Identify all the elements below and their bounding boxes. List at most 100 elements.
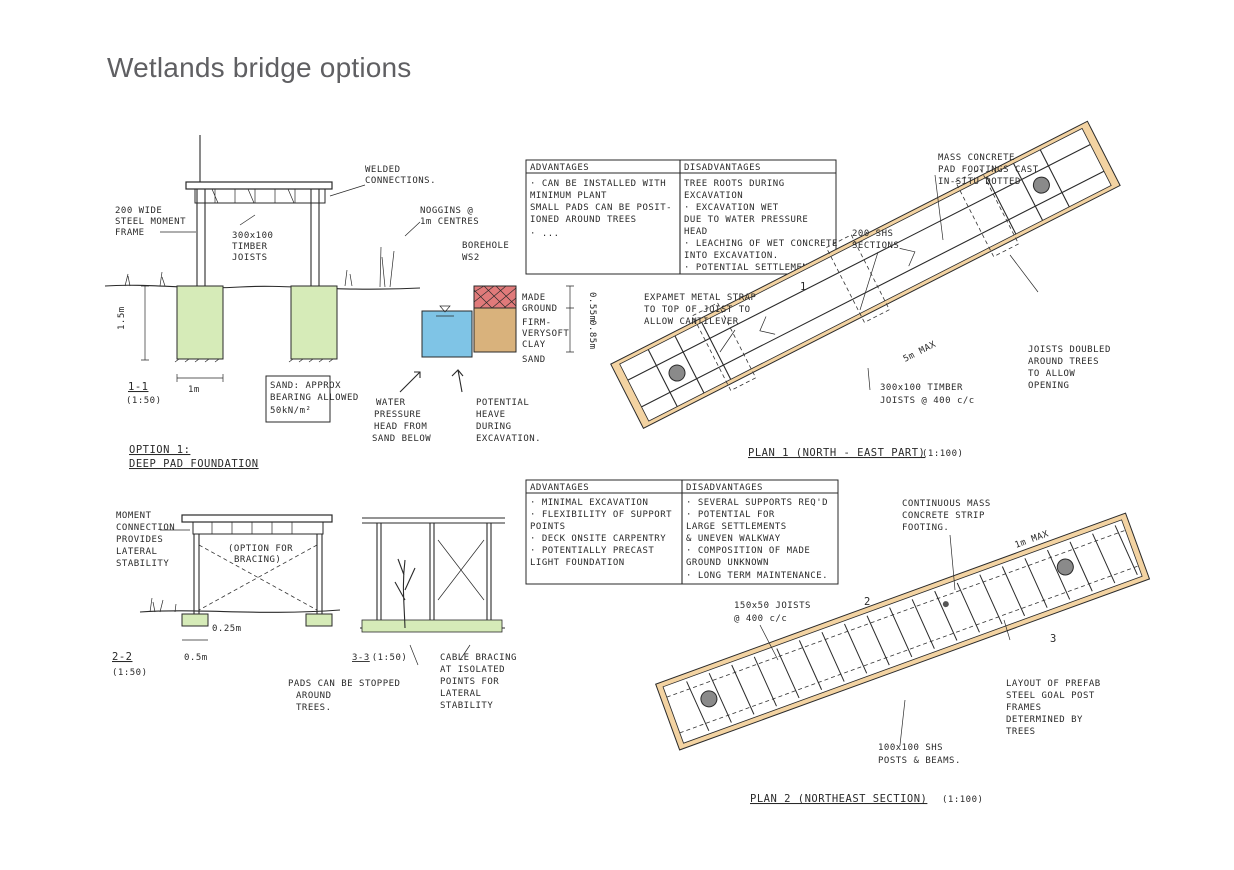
- table-2-grid: [526, 480, 838, 584]
- deck-1: [185, 181, 333, 190]
- pad-2-right: [305, 613, 333, 627]
- pad-width-2: 0.5m: [184, 653, 208, 663]
- goal-post-frame: [193, 534, 323, 614]
- table-1-header-dis: DISADVANTAGES: [684, 163, 761, 173]
- plan-2-joist: [686, 681, 710, 732]
- plan-2-joist: [798, 640, 823, 690]
- ground-line-2: [139, 609, 341, 613]
- table-1-frame: [525, 159, 837, 275]
- plan-2-scale: (1:100): [942, 795, 983, 805]
- plan-1-caption: PLAN 1 (NORTH - EAST PART): [748, 447, 925, 459]
- tree-2b: [1056, 558, 1074, 576]
- steel-posts-1: [196, 186, 320, 286]
- tree-1b: [1032, 176, 1050, 194]
- borehole-dims: [566, 285, 574, 353]
- joist-zone-1: [194, 188, 326, 204]
- excavation-water: [421, 310, 473, 358]
- span-arrow-1: [899, 248, 916, 267]
- plan-1-leaders: [719, 174, 1039, 391]
- table-1: ADVANTAGES DISADVANTAGES · CAN BE INSTAL…: [525, 159, 837, 275]
- clay-layer: [473, 307, 517, 353]
- joist-lines-2: [211, 522, 293, 534]
- plan-2-joist: [1001, 566, 1026, 617]
- plan-2-joist-group: [686, 525, 1138, 732]
- strip-3: [361, 619, 503, 633]
- plan-1-inner: [619, 127, 1112, 422]
- plan-2-joist: [844, 623, 868, 674]
- joists-note-2: 150x50 JOISTS@ 400 c/c: [734, 601, 811, 624]
- grass-tufts-1: [124, 246, 395, 288]
- water-arrow: [399, 371, 421, 393]
- heave-arrow: [451, 369, 464, 393]
- plan-2-deck: [655, 512, 1151, 751]
- section-id-1-1: 1-1: [128, 381, 148, 393]
- noggins-label: NOGGINS @1m CENTRES: [420, 206, 479, 227]
- pad-2-left: [181, 613, 209, 627]
- plan-2-joist: [934, 590, 958, 641]
- plan-2-joist: [753, 656, 777, 707]
- plan-2-mark-3: 3: [1050, 633, 1057, 645]
- table-2-header-dis: DISADVANTAGES: [686, 483, 763, 493]
- leaders-1: [160, 184, 421, 237]
- plan-1-joists: [627, 144, 1105, 408]
- plan-2-joist: [1092, 533, 1116, 584]
- water-level-mark: [436, 305, 454, 317]
- deck-3: [362, 517, 505, 524]
- table-2-advantages: · MINIMAL EXCAVATION· FLEXIBILITY OF SUP…: [530, 498, 672, 568]
- section-id-3-3: 3-3(1:50): [352, 653, 407, 663]
- plan-1-scale: (1:100): [922, 449, 963, 459]
- plan-2-joist: [1069, 541, 1093, 592]
- sand-note-box: [265, 375, 331, 423]
- plan-2-joist: [1047, 549, 1071, 600]
- bracing-option: [198, 544, 318, 611]
- plan-2-joist: [911, 599, 935, 649]
- posts-3: [376, 523, 492, 628]
- span-note: 5m MAX: [902, 340, 938, 365]
- section-id-2-2: 2-2: [112, 651, 132, 663]
- cable-bracing: [437, 539, 485, 601]
- plan-2-joist: [866, 615, 890, 666]
- page-title: Wetlands bridge options: [107, 52, 412, 83]
- table-2-header-adv: ADVANTAGES: [530, 483, 589, 493]
- ground-hatch-1: [174, 358, 334, 363]
- section-scale-1-1: (1:50): [126, 396, 162, 406]
- pad-depth-2: 0.25m: [212, 624, 242, 634]
- plan-2-strip-lines: [666, 529, 1139, 734]
- plan-2-joist: [1024, 558, 1048, 608]
- leaders-2: [160, 529, 208, 641]
- plan-1-section-mark: 1: [800, 281, 807, 293]
- plan-2-joist: [776, 648, 800, 699]
- pad-footing-right: [290, 285, 338, 360]
- joist-zone-2: [192, 521, 324, 535]
- width-dim-1: [176, 374, 224, 382]
- made-ground-hatch: [473, 285, 517, 309]
- tree-2a: [700, 690, 718, 708]
- depth-label-1: 1.5m: [117, 306, 127, 330]
- tree-3: [394, 558, 416, 629]
- plan-1-deck: [610, 120, 1121, 429]
- option-1-title: OPTION 1:: [129, 444, 190, 456]
